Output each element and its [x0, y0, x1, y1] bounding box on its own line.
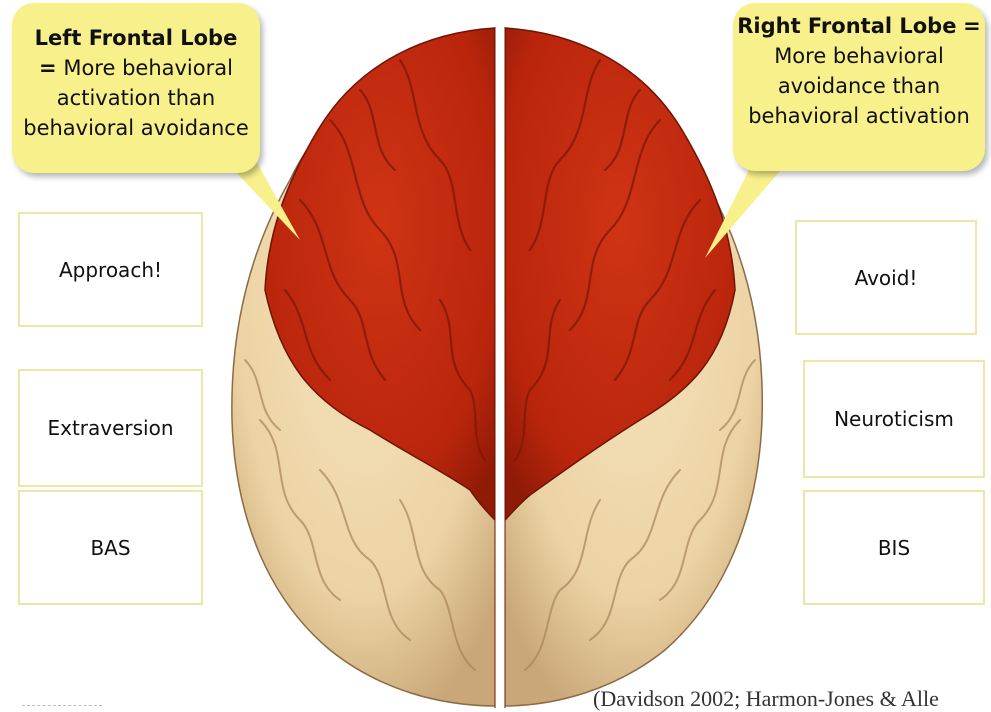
right-frontal-lobe-callout: Right Frontal Lobe = More behavioral avo… — [733, 3, 985, 171]
bas-box: BAS — [18, 490, 203, 605]
right-callout-equals: = — [963, 14, 981, 38]
avoid-box: Avoid! — [795, 220, 977, 335]
footer-dash-line — [22, 705, 102, 706]
neuroticism-label: Neuroticism — [834, 407, 954, 431]
right-callout-body: More behavioral avoidance than behaviora… — [748, 44, 970, 128]
left-callout-title: Left Frontal Lobe — [35, 26, 238, 50]
avoid-label: Avoid! — [855, 266, 918, 290]
left-frontal-lobe-callout: Left Frontal Lobe = More behavioral acti… — [12, 3, 260, 173]
bas-label: BAS — [90, 536, 130, 560]
citation: (Davidson 2002; Harmon-Jones & Alle — [593, 686, 939, 712]
approach-label: Approach! — [59, 258, 162, 282]
bis-label: BIS — [878, 536, 910, 560]
approach-box: Approach! — [18, 212, 203, 327]
left-callout-equals: = — [39, 56, 57, 80]
bis-box: BIS — [803, 490, 985, 605]
left-callout-body: More behavioral activation than behavior… — [23, 56, 249, 140]
extraversion-box: Extraversion — [18, 369, 203, 487]
neuroticism-box: Neuroticism — [803, 360, 985, 478]
extraversion-label: Extraversion — [47, 416, 173, 440]
right-callout-title: Right Frontal Lobe — [737, 14, 956, 38]
